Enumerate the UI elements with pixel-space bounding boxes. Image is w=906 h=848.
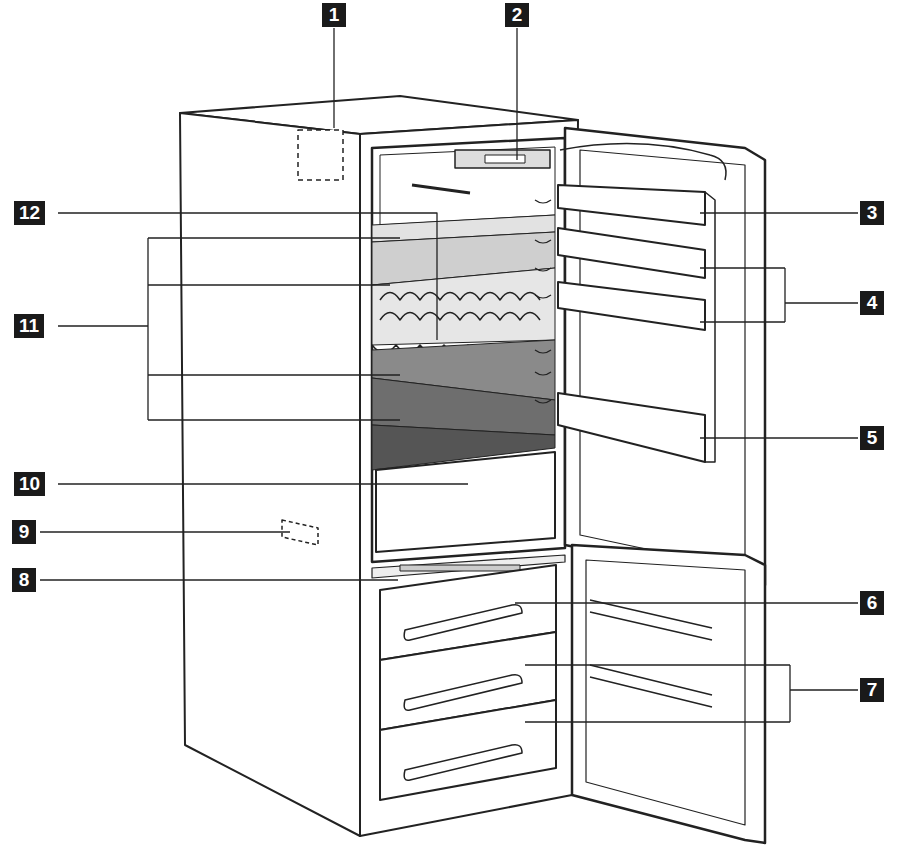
callout-number: 12	[14, 201, 45, 225]
callout-number: 9	[12, 520, 36, 544]
callout-number: 6	[860, 591, 884, 615]
callout-number: 4	[860, 291, 884, 315]
callout-number: 2	[505, 3, 529, 27]
callout-number: 8	[12, 568, 36, 592]
callout-number: 7	[860, 678, 884, 702]
callout-number: 1	[322, 3, 346, 27]
callout-number: 10	[14, 472, 45, 496]
callout-number: 3	[860, 201, 884, 225]
callout-number: 5	[860, 426, 884, 450]
callout-number: 11	[14, 314, 44, 338]
